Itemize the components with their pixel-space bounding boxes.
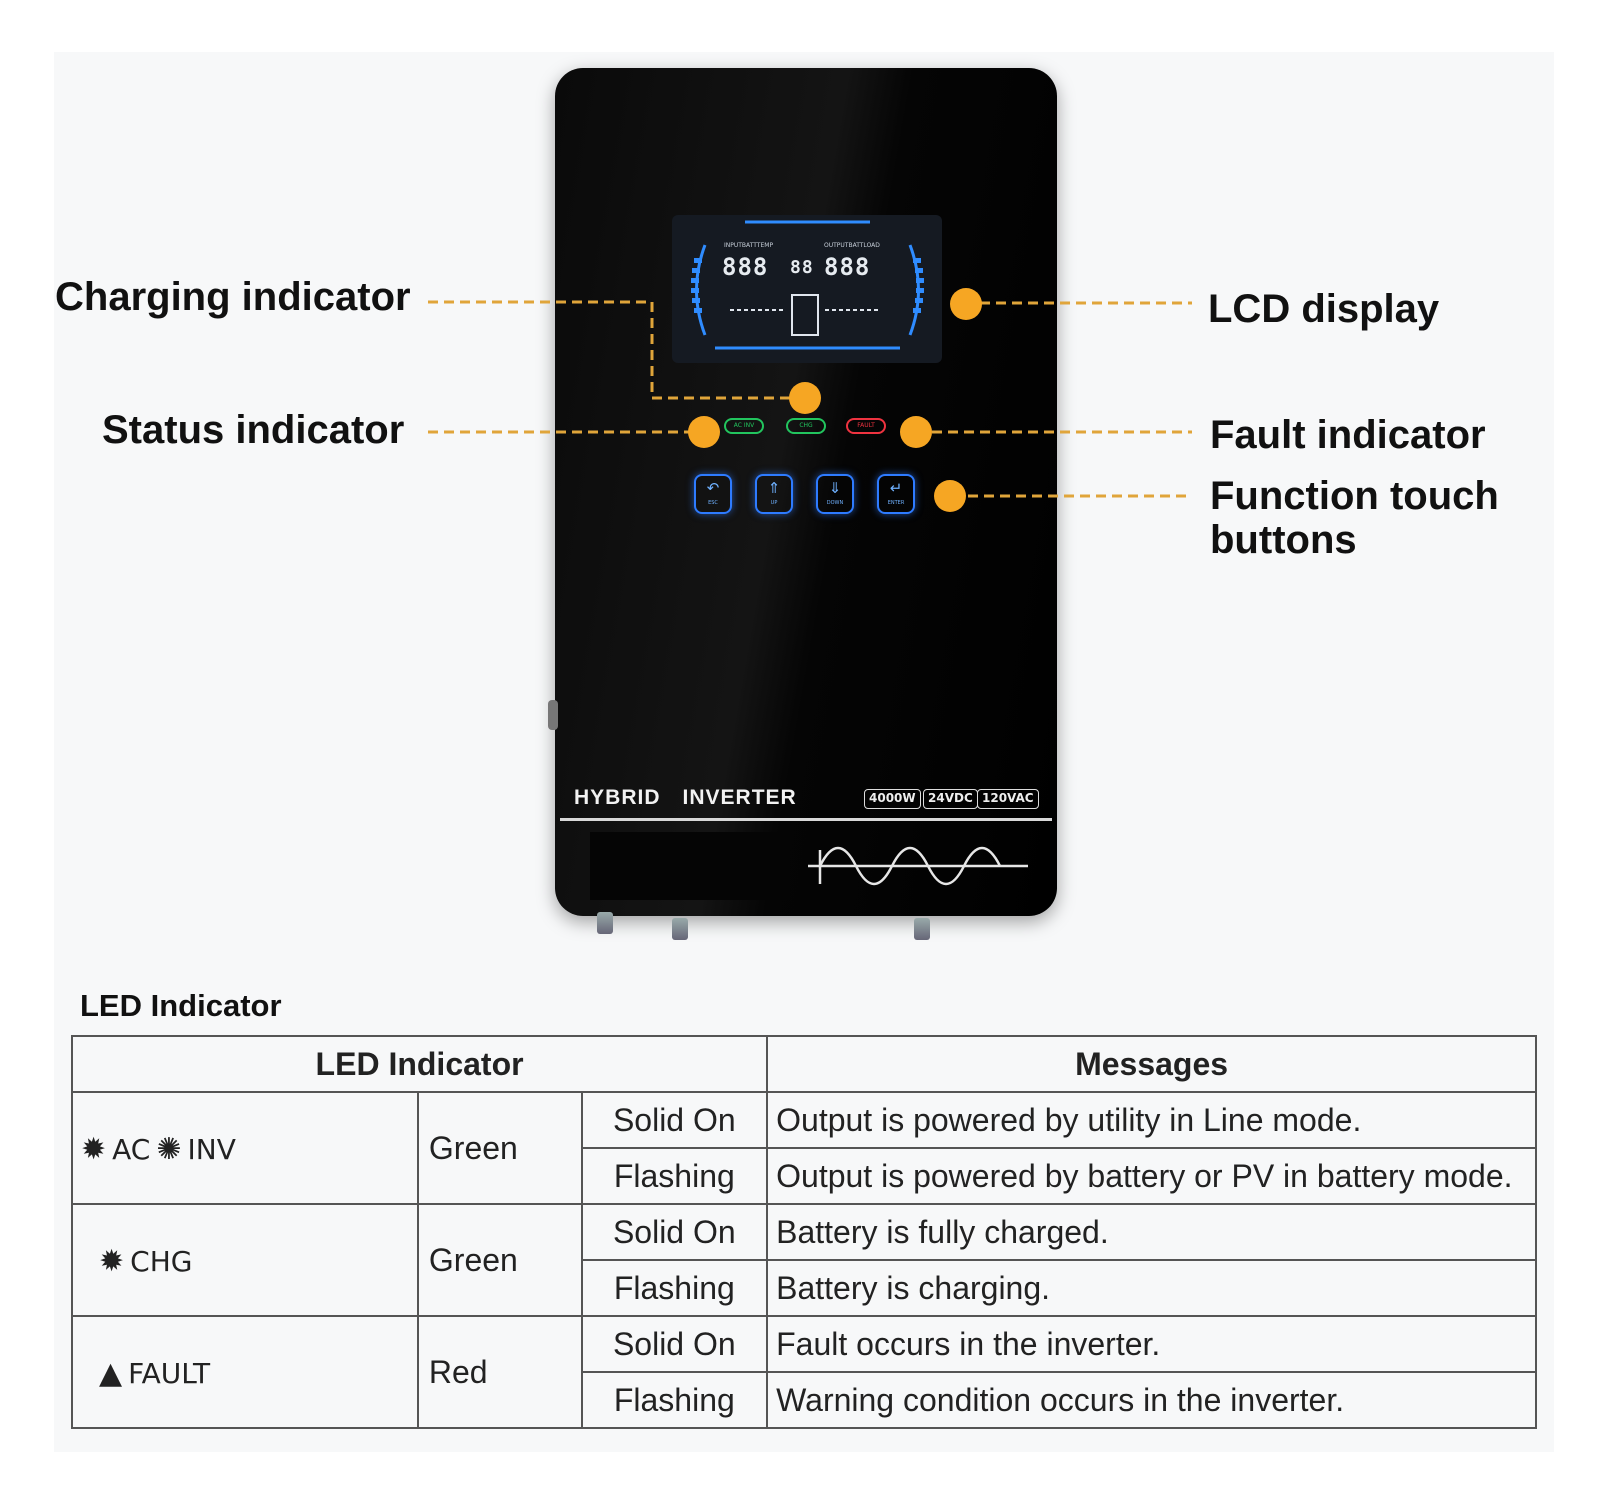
indicator-cell-fault: ▲ FAULT (71, 1315, 419, 1429)
table-header-row: LED Indicator Messages (70, 1035, 1537, 1093)
esc-touch-button[interactable]: ↶ ESC (694, 474, 732, 514)
half-sun-icon: ✺ (156, 1131, 182, 1167)
message-cell: Output is powered by utility in Line mod… (766, 1091, 1537, 1149)
device-stripe (560, 818, 1052, 821)
table-row: Flashing Warning condition occurs in the… (72, 1371, 1537, 1429)
message-cell: Output is powered by battery or PV in ba… (766, 1147, 1537, 1205)
state-cell: Flashing (580, 1147, 769, 1205)
lcd-label-right: OUTPUTBATTLOAD (824, 242, 880, 249)
led-ac-inv: AC INV (724, 418, 764, 434)
state-cell: Solid On (580, 1315, 769, 1373)
enter-arrow-icon: ↵ (889, 480, 903, 497)
table-row: ✹ AC ✺ INV Green Solid On Output is powe… (71, 1091, 1537, 1205)
up-touch-button[interactable]: ⇑ UP (755, 474, 793, 514)
function-callout-dot (934, 480, 966, 512)
message-cell: Battery is fully charged. (766, 1203, 1537, 1261)
status-indicator-label: Status indicator (102, 408, 405, 452)
message-cell: Fault occurs in the inverter. (766, 1315, 1537, 1373)
lcd-digits-left: 888 (722, 253, 769, 281)
lcd-digits-mid: 88 (790, 257, 814, 278)
lcd-callout-dot (950, 288, 982, 320)
back-arrow-icon: ↶ (706, 480, 720, 497)
table-row: ▲ FAULT Red Solid On Fault occurs in the… (71, 1315, 1537, 1429)
state-cell: Solid On (580, 1091, 769, 1149)
warning-triangle-icon: ▲ (99, 1355, 123, 1391)
indicator-cell-ac-inv: ✹ AC ✺ INV (71, 1091, 419, 1205)
cable-port (672, 918, 688, 940)
header-led-indicator: LED Indicator (70, 1035, 769, 1093)
lcd-digits-right: 888 (824, 253, 871, 281)
table-title: LED Indicator (80, 988, 282, 1023)
color-cell: Green (416, 1203, 583, 1317)
lcd-display-label: LCD display (1208, 287, 1440, 331)
down-arrow-icon: ⇓ (828, 480, 842, 497)
cable-port (914, 918, 930, 940)
inverter-device (555, 68, 1057, 916)
lcd-frame-decoration (695, 220, 920, 350)
enter-touch-button[interactable]: ↵ ENTER (877, 474, 915, 514)
lcd-inverter-icon (791, 294, 819, 336)
table-row: Flashing Output is powered by battery or… (72, 1147, 1537, 1205)
up-arrow-icon: ⇑ (767, 480, 781, 497)
table-row: Flashing Battery is charging. (72, 1259, 1537, 1317)
power-badge: 4000W (864, 789, 921, 809)
charging-callout-dot (789, 382, 821, 414)
led-chg: CHG (786, 418, 826, 434)
sine-wave-icon (808, 846, 1028, 886)
sun-icon: ✹ (81, 1131, 107, 1167)
lcd-bar-segments (691, 258, 924, 313)
message-cell: Battery is charging. (766, 1259, 1537, 1317)
device-bottom-panel (590, 832, 790, 900)
led-fault: FAULT (846, 418, 886, 434)
charging-indicator-label: Charging indicator (55, 275, 411, 319)
led-indicator-table: LED Indicator Messages ✹ AC ✺ INV Green … (70, 1035, 1537, 1429)
color-cell: Red (416, 1315, 583, 1429)
side-knob (548, 700, 558, 730)
state-cell: Solid On (580, 1203, 769, 1261)
header-messages: Messages (766, 1035, 1537, 1093)
fault-indicator-label: Fault indicator (1210, 413, 1486, 457)
color-cell: Green (416, 1091, 583, 1205)
lcd-label-left: INPUTBATTTEMP (724, 242, 774, 249)
lcd-display: INPUTBATTTEMP OUTPUTBATTLOAD 888 88 888 (672, 215, 942, 363)
sun-icon: ✹ (99, 1243, 125, 1279)
indicator-cell-chg: ✹ CHG (71, 1203, 419, 1317)
cable-port (597, 912, 613, 934)
message-cell: Warning condition occurs in the inverter… (766, 1371, 1537, 1429)
state-cell: Flashing (580, 1259, 769, 1317)
charging-leader-line (428, 300, 790, 400)
down-touch-button[interactable]: ⇓ DOWN (816, 474, 854, 514)
state-cell: Flashing (580, 1371, 769, 1429)
ac-badge: 120VAC (977, 789, 1039, 809)
fault-callout-dot (900, 416, 932, 448)
status-callout-dot (688, 416, 720, 448)
table-row: ✹ CHG Green Solid On Battery is fully ch… (71, 1203, 1537, 1317)
